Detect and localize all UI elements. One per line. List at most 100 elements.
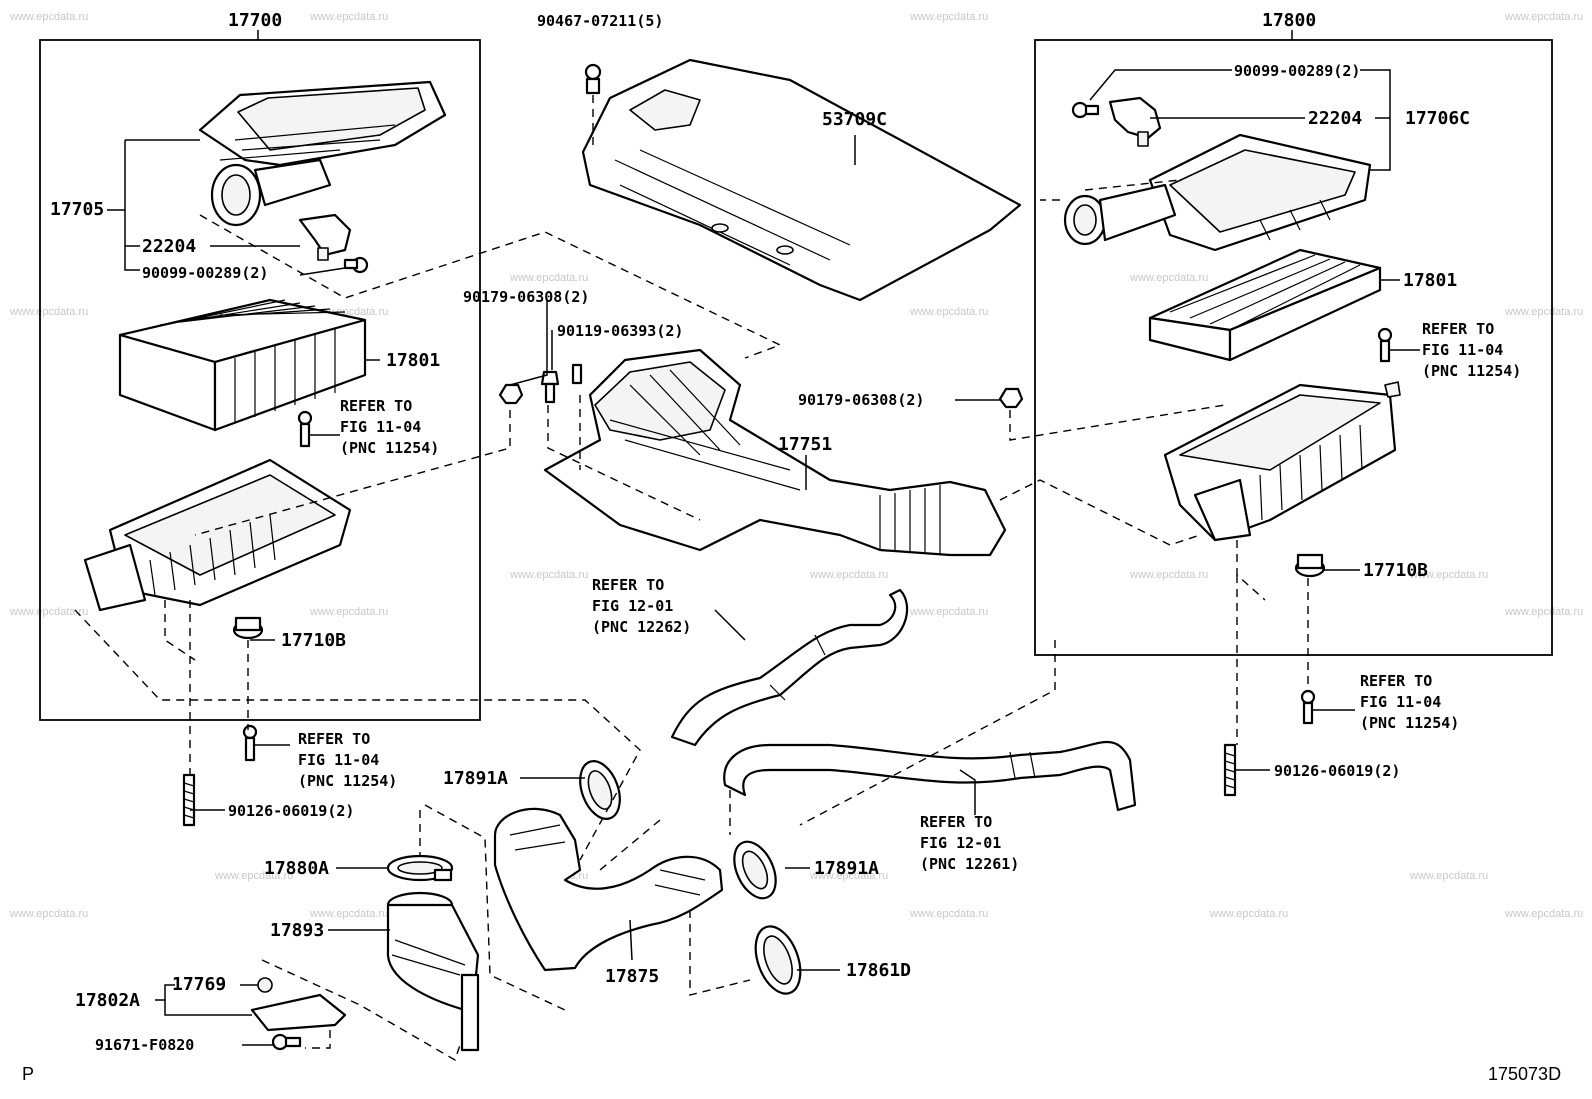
label-17706c: 17706C (1405, 108, 1470, 129)
label-17893: 17893 (270, 920, 324, 941)
label-22204-right: 22204 (1308, 108, 1362, 129)
grommet-left-part[interactable] (232, 616, 264, 640)
watermark-text: www.epcdata.ru (909, 908, 988, 920)
watermark-text: www.epcdata.ru (809, 870, 888, 882)
label-90119: 90119-06393(2) (557, 322, 683, 340)
ref-line: REFER TO (298, 730, 370, 748)
resonator-part[interactable] (386, 891, 480, 1052)
grommet-right-part[interactable] (1294, 553, 1326, 578)
stud-left-part[interactable] (182, 773, 196, 827)
alignment-lines (74, 95, 1309, 1062)
label-17801-left: 17801 (386, 350, 440, 371)
screw-right-part[interactable] (1071, 101, 1100, 119)
clamp-880-part[interactable] (386, 854, 454, 882)
bolt-ref-left-part[interactable] (297, 410, 313, 448)
hose-12262-part[interactable] (670, 588, 909, 747)
label-17800: 17800 (1262, 10, 1316, 31)
sensor-right-part[interactable] (1108, 96, 1162, 147)
case-right-part[interactable] (1163, 381, 1401, 542)
watermark-text: www.epcdata.ru (1129, 272, 1208, 284)
ref-line: FIG 12-01 (592, 597, 673, 615)
watermark-text: www.epcdata.ru (309, 606, 388, 618)
label-17705: 17705 (50, 199, 104, 220)
ref-line: REFER TO (1360, 672, 1432, 690)
screw-left-part[interactable] (343, 256, 369, 274)
bolt-ref-right-upper-part[interactable] (1377, 327, 1393, 363)
watermark-text: www.epcdata.ru (1504, 606, 1583, 618)
nut-mid-part[interactable] (498, 383, 524, 405)
label-17891a-left: 17891A (443, 768, 508, 789)
label-17710b-left: 17710B (281, 630, 346, 651)
ref-line: REFER TO (920, 813, 992, 831)
sensor-left-part[interactable] (298, 213, 352, 261)
cap-left-part[interactable] (198, 80, 447, 227)
ref-line: FIG 11-04 (1360, 693, 1441, 711)
watermark-text: www.epcdata.ru (809, 569, 888, 581)
ref-line: FIG 11-04 (340, 418, 421, 436)
label-22204-left: 22204 (142, 236, 196, 257)
engine-cover-part[interactable] (581, 58, 1022, 302)
bolt-mid-part[interactable] (540, 370, 560, 404)
label-90099-right: 90099-00289(2) (1234, 62, 1360, 80)
watermark-text: www.epcdata.ru (909, 606, 988, 618)
clamp-891-right-part[interactable] (726, 835, 784, 905)
ref-line: (PNC 11254) (298, 772, 397, 790)
watermark-text: www.epcdata.ru (909, 306, 988, 318)
ref-line: (PNC 11254) (340, 439, 439, 457)
cap-right-part[interactable] (1063, 133, 1372, 252)
ref-note-3: REFER TO FIG 11-04 (PNC 11254) (298, 730, 397, 790)
label-17802a: 17802A (75, 990, 140, 1011)
case-left-part[interactable] (83, 458, 352, 612)
watermark-text: www.epcdata.ru (9, 306, 88, 318)
label-17769: 17769 (172, 974, 226, 995)
nut-right-mid-part[interactable] (998, 387, 1024, 409)
bolt-ref-left-lower-part[interactable] (242, 724, 258, 762)
bolt-top-part[interactable] (584, 63, 602, 95)
label-17751: 17751 (778, 434, 832, 455)
part-labels: 17700 17800 90467-07211(5) 53709C 17705 … (50, 10, 1470, 1054)
watermark-text: www.epcdata.ru (1409, 569, 1488, 581)
ref-note-6: REFER TO FIG 12-01 (PNC 12261) (920, 813, 1019, 873)
leader-lines (107, 69, 1420, 1046)
label-17710b-right: 17710B (1363, 560, 1428, 581)
label-90179-right: 90179-06308(2) (798, 391, 924, 409)
bolt-bottom-part[interactable] (271, 1033, 302, 1051)
ref-note-2: REFER TO FIG 11-04 (PNC 11254) (1422, 320, 1521, 380)
label-17875: 17875 (605, 966, 659, 987)
watermark-text: www.epcdata.ru (509, 272, 588, 284)
intake-duct-part[interactable] (543, 348, 1007, 557)
stud-right-part[interactable] (1223, 743, 1237, 797)
watermark-text: www.epcdata.ru (1129, 569, 1208, 581)
ref-line: FIG 11-04 (298, 751, 379, 769)
ref-line: (PNC 11254) (1422, 362, 1521, 380)
y-hose-part[interactable] (493, 807, 724, 972)
ref-line: (PNC 11254) (1360, 714, 1459, 732)
corner-mark-left: P (22, 1064, 34, 1084)
bracket-part[interactable] (250, 977, 347, 1032)
label-17880a: 17880A (264, 858, 329, 879)
ref-line: (PNC 12262) (592, 618, 691, 636)
ref-line: FIG 12-01 (920, 834, 1001, 852)
hose-12261-part[interactable] (723, 741, 1137, 812)
ref-note-4: REFER TO FIG 11-04 (PNC 11254) (1360, 672, 1459, 732)
clamp-891-left-part[interactable] (573, 756, 627, 825)
filter-right-part[interactable] (1148, 248, 1382, 362)
ref-line: REFER TO (592, 576, 664, 594)
clamp-861-part[interactable] (747, 920, 809, 999)
bolt-ref-right-lower-part[interactable] (1300, 689, 1316, 725)
watermark-text: www.epcdata.ru (9, 908, 88, 920)
label-91671: 91671-F0820 (95, 1036, 194, 1054)
assembly-box-left (39, 39, 481, 721)
label-90467: 90467-07211(5) (537, 12, 663, 30)
label-90179-mid: 90179-06308(2) (463, 288, 589, 306)
label-17861d: 17861D (846, 960, 911, 981)
figure-code: 175073D (1488, 1064, 1561, 1084)
watermark-text: www.epcdata.ru (909, 11, 988, 23)
ref-line: REFER TO (1422, 320, 1494, 338)
assembly-box-right (1034, 39, 1553, 656)
watermark-text: www.epcdata.ru (9, 11, 88, 23)
label-90126-left: 90126-06019(2) (228, 802, 354, 820)
watermark-text: www.epcdata.ru (1409, 870, 1488, 882)
watermark-text: www.epcdata.ru (1504, 306, 1583, 318)
filter-left-part[interactable] (118, 298, 367, 432)
